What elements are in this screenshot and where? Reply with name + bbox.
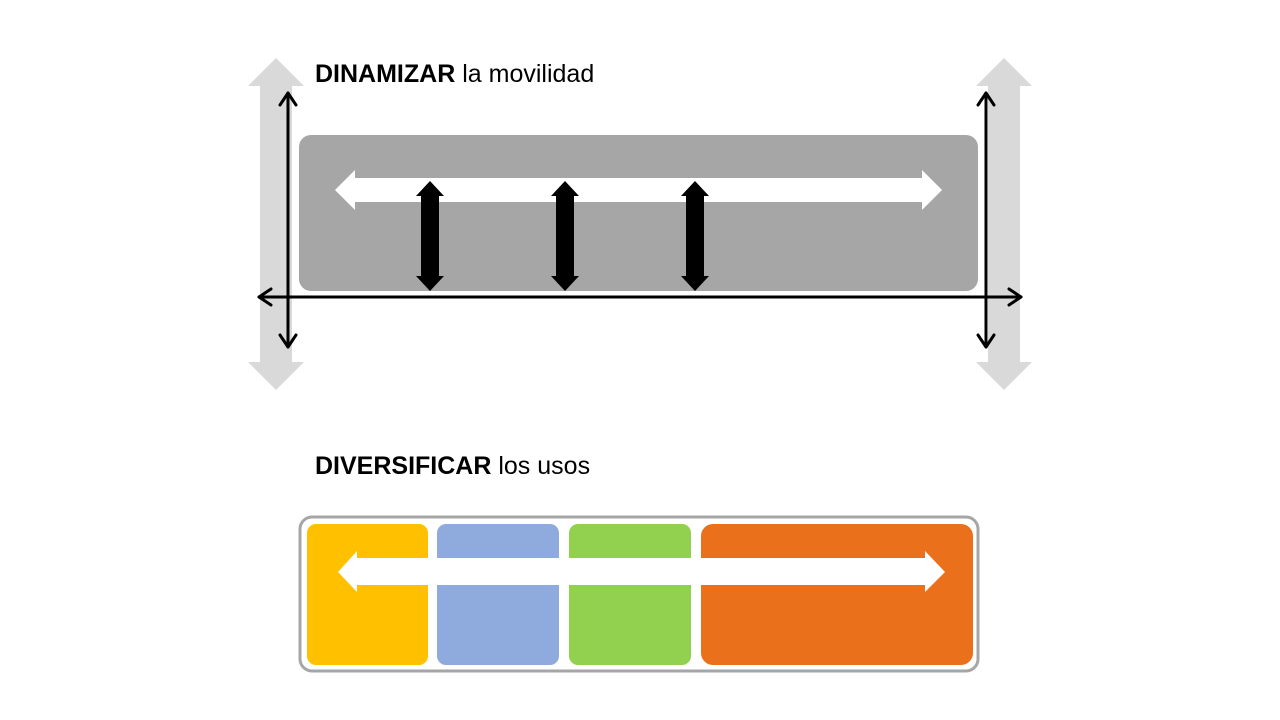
use-block-green (569, 524, 691, 665)
axis-lines (257, 91, 1023, 349)
use-block-orange (701, 524, 973, 665)
mobility-band (299, 135, 978, 291)
uses-title-bold: DIVERSIFICAR (315, 452, 491, 480)
uses-title: DIVERSIFICAR los usos (315, 452, 590, 480)
horizontal-axis-right-head (1007, 287, 1023, 307)
mobility-title-rest: la movilidad (455, 60, 594, 88)
use-block-yellow (307, 524, 428, 665)
right-vertical-bottom-head (976, 333, 996, 349)
mobility-title: DINAMIZAR la movilidad (315, 60, 594, 88)
left-light-vertical-arrow (248, 58, 304, 390)
vertical-black-arrows (416, 181, 709, 291)
mobility-title-bold: DINAMIZAR (315, 60, 455, 88)
left-vertical-bottom-head (278, 333, 298, 349)
black-double-arrow-3 (681, 181, 709, 291)
uses-title-rest: los usos (491, 452, 590, 480)
left-vertical-top-head (278, 91, 298, 107)
right-light-vertical-arrow (976, 58, 1032, 390)
black-double-arrow-2 (551, 181, 579, 291)
right-vertical-top-head (976, 91, 996, 107)
uses-section: DIVERSIFICAR los usos (298, 452, 980, 673)
use-block-blue (437, 524, 559, 665)
uses-white-arrow (338, 551, 945, 592)
horizontal-axis-left-head (257, 287, 273, 307)
horizontal-white-arrow (335, 170, 942, 210)
mobility-section: DINAMIZAR la movilidad (248, 58, 1032, 390)
black-double-arrow-1 (416, 181, 444, 291)
